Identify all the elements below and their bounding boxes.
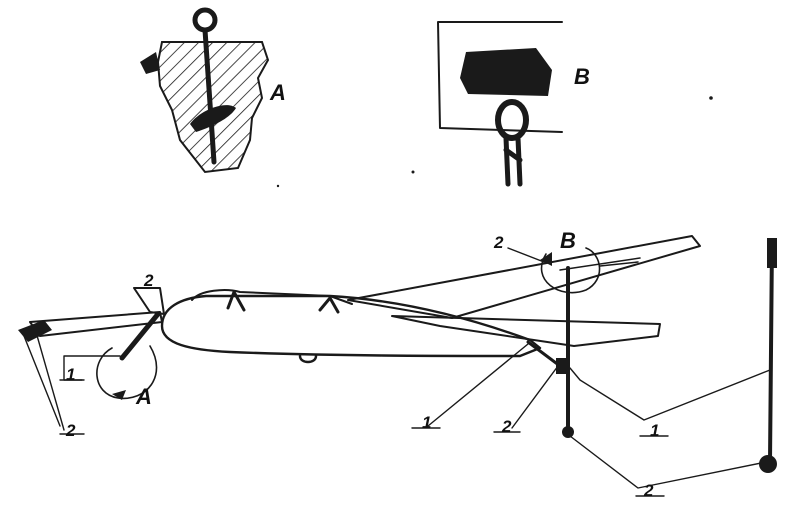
glider [18, 235, 701, 364]
tail-rope-a [119, 311, 161, 361]
leader-lines [23, 247, 771, 497]
label-2-right: 2 [643, 481, 654, 500]
anchor-stake-head [767, 238, 777, 268]
glider-right-wing [347, 235, 701, 319]
wing-anchor-knot [562, 426, 574, 438]
leader-n1-right [569, 367, 771, 421]
tie-rope [503, 135, 523, 187]
detail-b-label: B [574, 64, 590, 89]
leader-n2-mid [511, 365, 559, 429]
label-2-left: 2 [65, 421, 76, 440]
callout-a-label: A [135, 384, 152, 409]
speck [411, 170, 415, 174]
ground-clod [140, 52, 160, 74]
glider-wheel [298, 354, 318, 364]
tailplane-tip [18, 320, 52, 342]
glider-fuselage [160, 294, 542, 358]
tie-down-ropes [119, 238, 777, 473]
glider-tail-fin [133, 287, 165, 315]
detail-a-anchor-in-ground: A [140, 7, 286, 174]
detail-b-wing-ring: B [437, 21, 590, 187]
belly-rope [526, 340, 562, 368]
label-2-mid: 2 [501, 417, 512, 436]
callout-a-arrow [112, 390, 126, 400]
anchor-screw-blade [190, 105, 236, 132]
part-number-labels: 1 2 2 1 2 1 2 2 [65, 233, 659, 500]
anchor-stake-ball [759, 455, 777, 473]
callout-b-arrow [540, 252, 552, 266]
callout-b-circle [540, 247, 601, 294]
leader-n2-right [569, 435, 767, 489]
glider-canopy [191, 289, 353, 305]
wing-fitting-block [460, 48, 552, 96]
leader-n2-top [507, 247, 545, 263]
callout-a-circle [96, 345, 158, 400]
label-2-top: 2 [493, 233, 504, 252]
glider-left-wing [391, 315, 661, 347]
callout-b: B [540, 228, 601, 294]
anchor-ring [192, 7, 218, 33]
label-2-tail: 2 [143, 271, 154, 290]
anchor-stake [768, 238, 774, 464]
speck [276, 184, 280, 188]
leader-n2-left [23, 331, 65, 431]
anchor-shaft [202, 27, 217, 165]
label-1-right: 1 [650, 421, 659, 440]
callout-a: A [96, 345, 158, 409]
label-1-left: 1 [66, 365, 75, 384]
canopy-frame [226, 290, 340, 314]
leader-label-underline [59, 379, 669, 497]
tie-ring [495, 99, 529, 141]
speck [709, 96, 713, 100]
detail-a-label: A [269, 80, 286, 105]
wing-rope-clip [556, 358, 568, 374]
leader-n1-mid [427, 343, 529, 427]
glider-right-wing-spoiler [559, 257, 641, 271]
label-1-mid: 1 [422, 413, 431, 432]
callout-b-label: B [560, 228, 576, 253]
ground-cross-section [156, 41, 270, 174]
